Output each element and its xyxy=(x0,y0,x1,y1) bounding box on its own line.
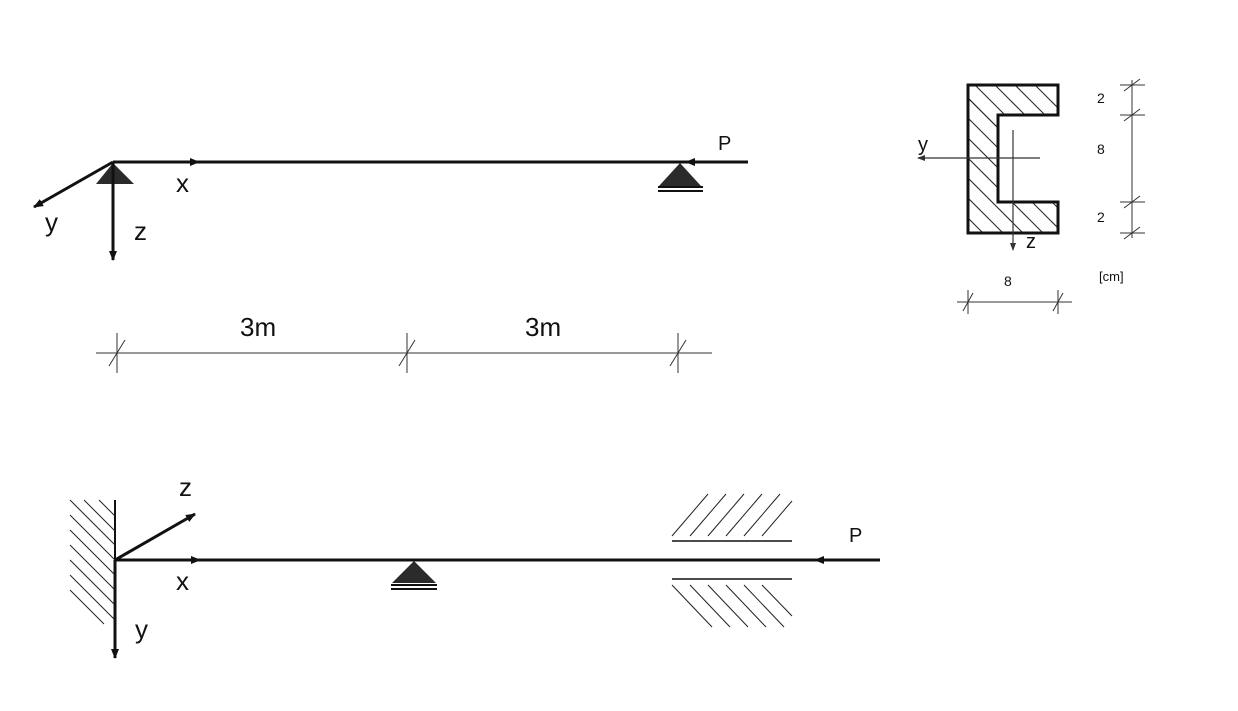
section-width-dimension xyxy=(957,290,1072,314)
section-unit-label: [cm] xyxy=(1099,269,1124,284)
channel-cross-section: y z 2 8 2 8 [cm] xyxy=(917,78,1145,314)
pin-support-middle xyxy=(391,561,437,590)
roller-support-right xyxy=(658,163,703,192)
elevation-y-label: y xyxy=(45,207,58,237)
elevation-view: x z y P 3m 3m xyxy=(33,133,748,373)
elevation-x-label: x xyxy=(176,168,189,198)
elevation-y-axis-arrow xyxy=(33,160,114,209)
guide-restraint-right xyxy=(671,493,793,628)
span-dimension xyxy=(96,333,712,373)
pin-support-left xyxy=(96,163,134,184)
section-outline xyxy=(966,83,1060,235)
dim-web-height: 8 xyxy=(1097,141,1105,157)
fixed-wall-left xyxy=(69,499,116,625)
plan-x-label: x xyxy=(176,566,189,596)
span-label-2: 3m xyxy=(525,312,561,342)
span-label-1: 3m xyxy=(240,312,276,342)
elevation-z-label: z xyxy=(134,216,147,246)
plan-view: x y z P xyxy=(69,472,880,659)
plan-z-axis-arrow xyxy=(114,512,196,562)
section-z-label: z xyxy=(1026,231,1036,253)
dim-flange-top: 2 xyxy=(1097,90,1105,106)
plan-y-label: y xyxy=(135,614,148,644)
dim-width: 8 xyxy=(1004,273,1012,289)
elevation-load-label: P xyxy=(718,133,731,155)
section-y-label: y xyxy=(918,134,928,156)
section-height-dimension xyxy=(1120,78,1145,240)
dim-flange-bottom: 2 xyxy=(1097,209,1105,225)
plan-load-label: P xyxy=(849,525,862,547)
plan-z-label: z xyxy=(179,472,192,502)
